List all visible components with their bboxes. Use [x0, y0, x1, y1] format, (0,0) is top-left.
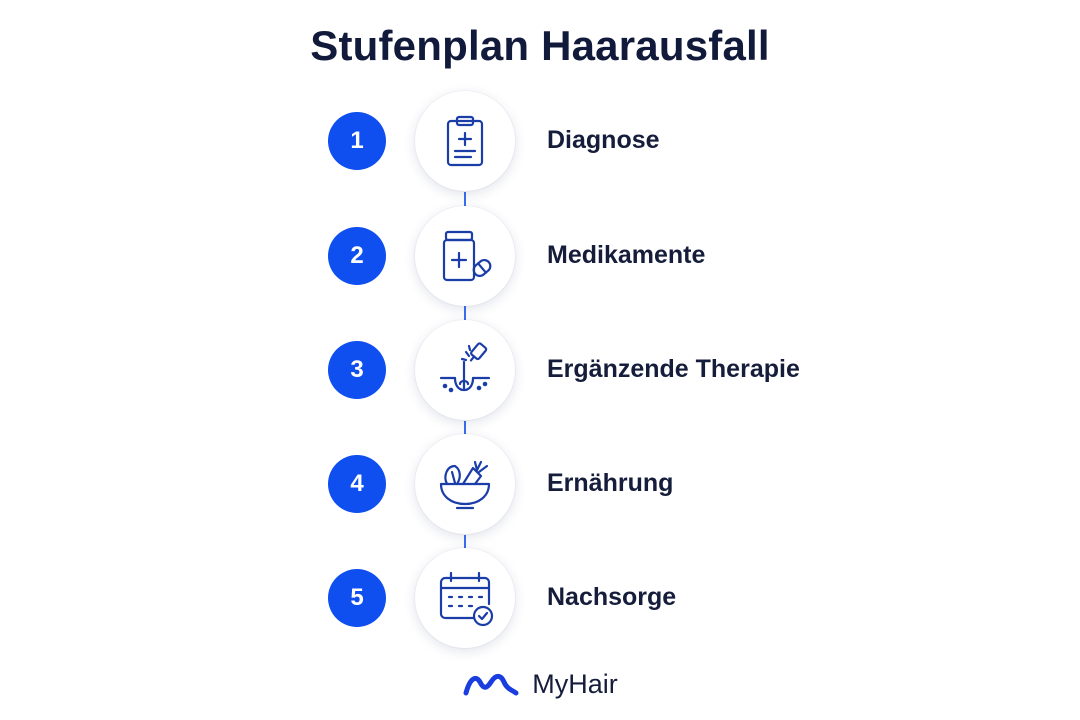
step-ergaenzende-therapie: 3 Ergänzende Therapie [0, 320, 1080, 420]
connector-line [464, 421, 466, 437]
step-label: Nachsorge [547, 583, 677, 611]
step-nachsorge: 5 Nachsorge [0, 548, 1080, 648]
medicine-bottle-icon [415, 206, 515, 306]
step-ernaehrung: 4 Ernährung [0, 434, 1080, 534]
connector-line [464, 192, 466, 208]
step-number-badge: 1 [328, 112, 386, 170]
step-label: Ergänzende Therapie [547, 355, 800, 383]
calendar-check-icon [415, 548, 515, 648]
step-label: Diagnose [547, 126, 660, 154]
step-number-badge: 5 [328, 569, 386, 627]
step-medikamente: 2 Medikamente [0, 206, 1080, 306]
clipboard-icon [415, 91, 515, 191]
scalp-treatment-icon [415, 320, 515, 420]
step-diagnose: 1 Diagnose [0, 91, 1080, 191]
step-number-badge: 3 [328, 341, 386, 399]
myhair-wave-logo [462, 670, 520, 698]
step-label: Ernährung [547, 469, 674, 497]
brand-footer: MyHair [0, 664, 1080, 704]
brand-name: MyHair [532, 668, 618, 699]
connector-line [464, 535, 466, 551]
step-number-badge: 4 [328, 455, 386, 513]
page-title: Stufenplan Haarausfall [310, 22, 770, 69]
connector-line [464, 306, 466, 322]
salad-bowl-icon [415, 434, 515, 534]
step-label: Medikamente [547, 241, 706, 269]
step-number-badge: 2 [328, 227, 386, 285]
